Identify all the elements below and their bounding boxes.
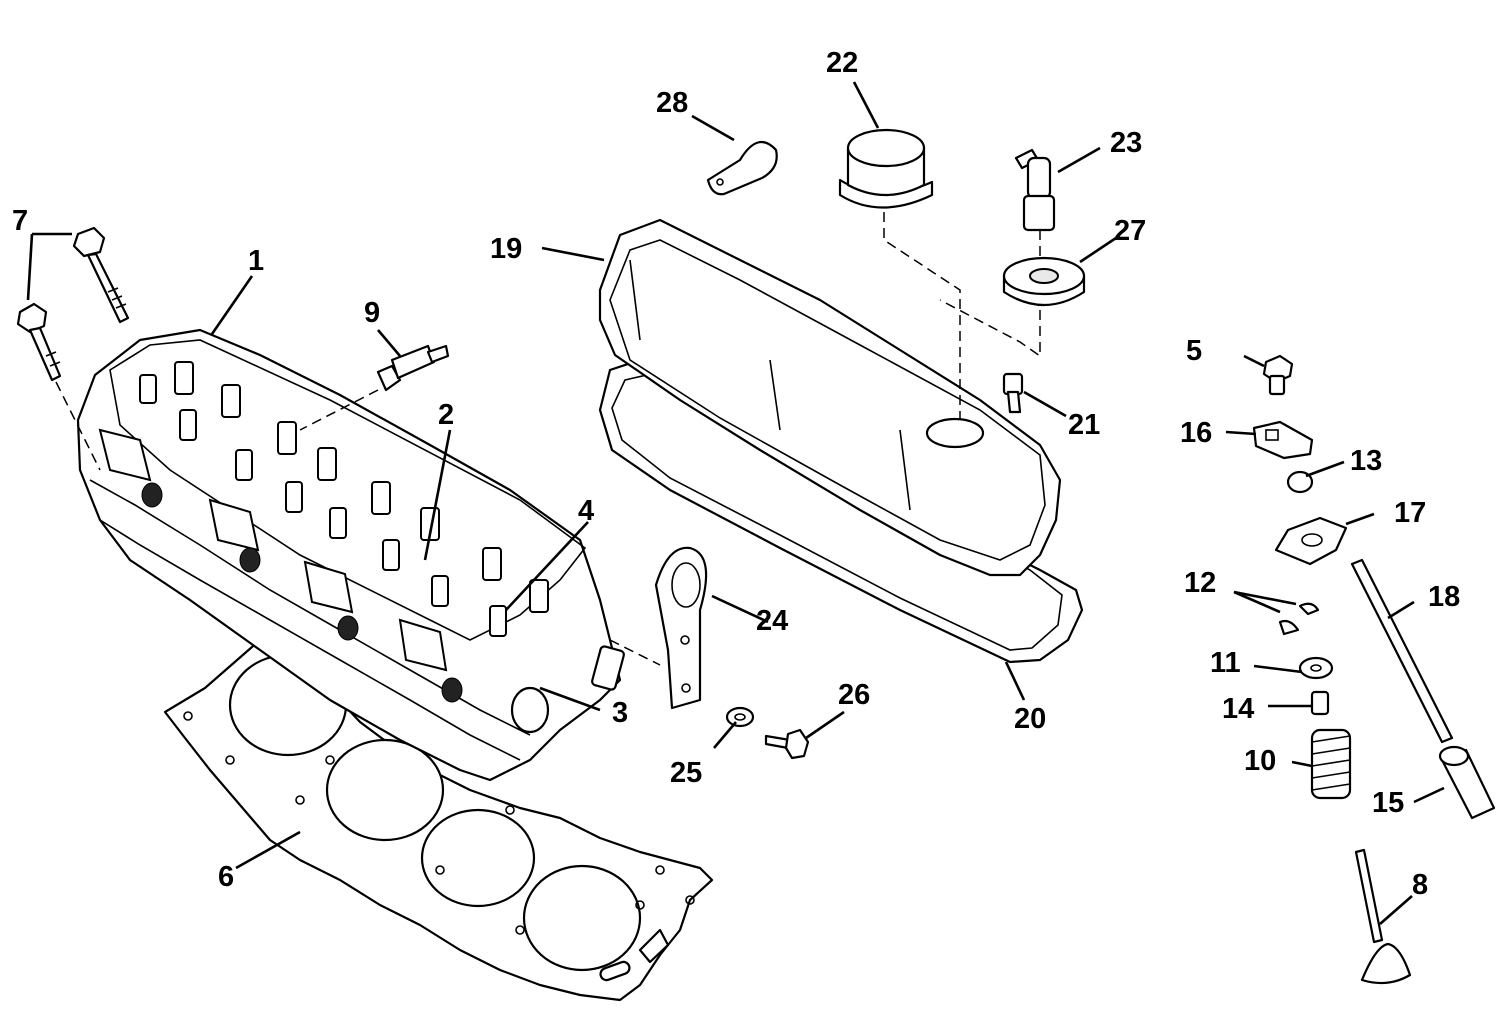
callout-28: 28: [656, 87, 688, 119]
callout-9: 9: [364, 297, 380, 329]
cylinder-head: [76, 328, 625, 782]
valve-cover-screw: [1002, 372, 1024, 414]
callout-14: 14: [1222, 693, 1254, 725]
callout-2: 2: [438, 399, 454, 431]
callout-15: 15: [1372, 787, 1404, 819]
spring-retainer: [1298, 656, 1334, 680]
pcv-grommet: [1002, 256, 1086, 307]
callout-17: 17: [1394, 497, 1426, 529]
callout-21: 21: [1068, 409, 1100, 441]
callout-4: 4: [578, 495, 594, 527]
callout-10: 10: [1244, 745, 1276, 777]
oil-filler-cap: [838, 128, 934, 209]
callout-7: 7: [12, 205, 28, 237]
callout-24: 24: [756, 605, 788, 637]
callout-1: 1: [248, 245, 264, 277]
valve-keepers: [1278, 602, 1320, 636]
callout-labels: 1 2 3 4 5 6 7 8 9 10 11 12 13 14 15 16 1…: [12, 47, 1460, 901]
valve-seal: [1310, 690, 1330, 716]
callout-27: 27: [1114, 215, 1146, 247]
spark-plug: [376, 344, 450, 392]
head-bolt-short: [16, 302, 62, 382]
callout-16: 16: [1180, 417, 1212, 449]
guide-plate: [1252, 420, 1314, 460]
rocker-arm: [1274, 516, 1348, 566]
callout-19: 19: [490, 233, 522, 265]
rocker-arm-bolt: [1262, 354, 1294, 396]
callout-25: 25: [670, 757, 702, 789]
callout-5: 5: [1186, 335, 1202, 367]
callout-13: 13: [1350, 445, 1382, 477]
callout-20: 20: [1014, 703, 1046, 735]
hose-clip: [706, 140, 778, 196]
hydraulic-lifter: [1438, 745, 1496, 820]
head-gasket: [163, 638, 714, 1002]
rocker-ball: [1286, 470, 1314, 494]
leader-lines: [26, 81, 1445, 925]
callout-11: 11: [1210, 647, 1241, 679]
pcv-valve: [1014, 148, 1056, 232]
callout-22: 22: [826, 47, 858, 79]
callout-12: 12: [1184, 567, 1216, 599]
lifting-bracket: [654, 546, 708, 710]
callout-8: 8: [1412, 869, 1428, 901]
callout-26: 26: [838, 679, 870, 711]
washer: [725, 706, 755, 728]
head-bolt-long: [72, 226, 130, 324]
push-rod: [1350, 558, 1454, 744]
bracket-bolt: [764, 728, 810, 760]
valve: [1354, 848, 1412, 985]
callout-23: 23: [1110, 127, 1142, 159]
valve-spring: [1310, 728, 1352, 800]
callout-6: 6: [218, 861, 234, 893]
callout-3: 3: [612, 697, 628, 729]
valve-cover: [598, 218, 1062, 577]
callout-18: 18: [1428, 581, 1460, 613]
